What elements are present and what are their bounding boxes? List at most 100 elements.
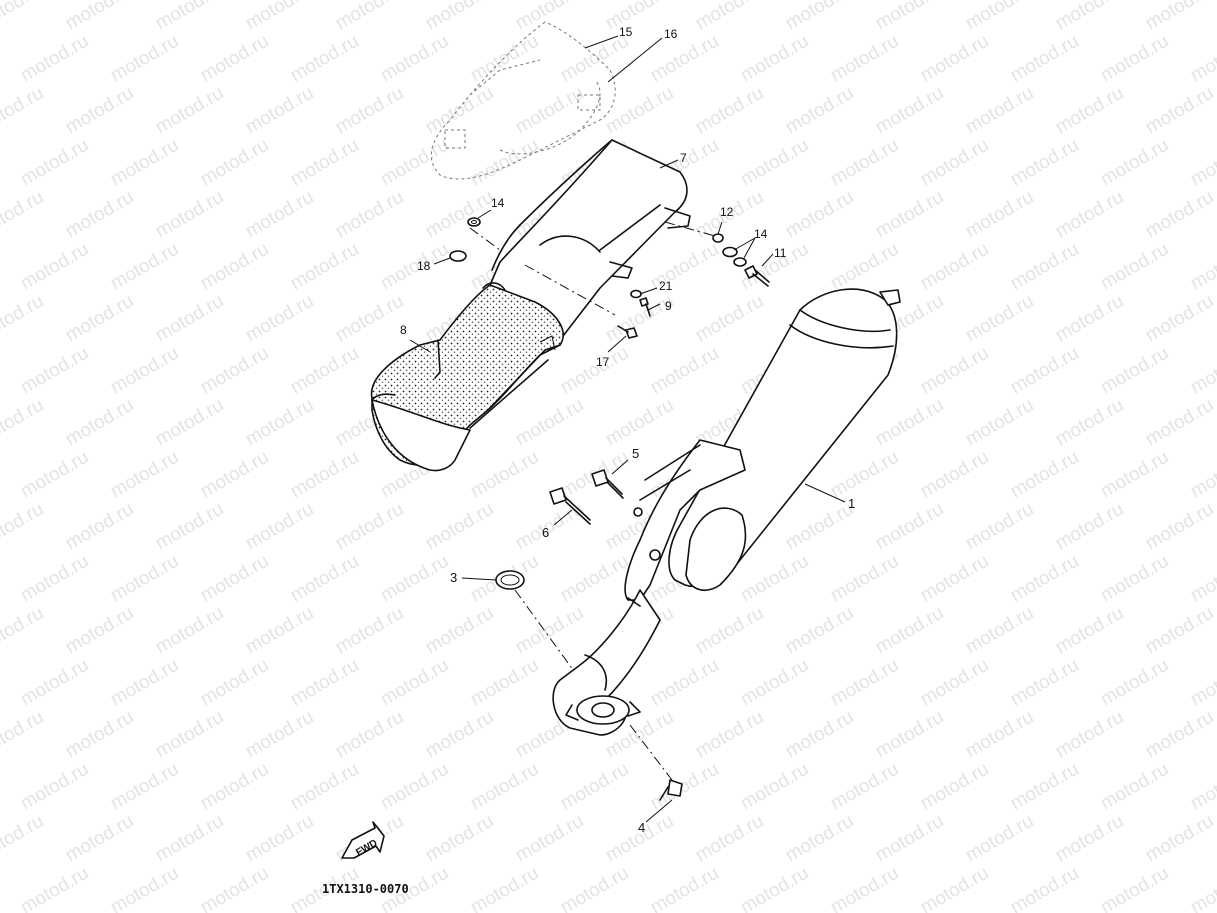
watermark-text-180: motod.ru <box>0 603 47 659</box>
watermark-text-222: motod.ru <box>1052 707 1127 763</box>
watermark-text-57: motod.ru <box>1007 135 1082 191</box>
watermark-text-43: motod.ru <box>1142 83 1217 139</box>
watermark-text-176: motod.ru <box>917 551 992 607</box>
watermark-text-188: motod.ru <box>692 603 767 659</box>
leader-lines <box>409 35 846 823</box>
watermark-text-228: motod.ru <box>197 759 272 815</box>
watermark-text-40: motod.ru <box>872 83 947 139</box>
watermark-text-257: motod.ru <box>107 863 182 913</box>
watermark-text-269: motod.ru <box>1187 863 1217 913</box>
watermark-text-223: motod.ru <box>1142 707 1217 763</box>
watermark-text-201: motod.ru <box>467 655 542 711</box>
watermark-text-177: motod.ru <box>1007 551 1082 607</box>
watermark-text-0: motod.ru <box>0 0 47 34</box>
watermark-text-236: motod.ru <box>917 759 992 815</box>
watermark-text-88: motod.ru <box>1097 239 1172 295</box>
watermark-text-51: motod.ru <box>467 135 542 191</box>
watermark-text-230: motod.ru <box>377 759 452 815</box>
watermark-text-106: motod.ru <box>17 343 92 399</box>
watermark-text-71: motod.ru <box>962 187 1037 243</box>
bolt-5 <box>591 469 624 499</box>
watermark-text-268: motod.ru <box>1097 863 1172 913</box>
watermark-text-186: motod.ru <box>512 603 587 659</box>
watermark-text-130: motod.ru <box>872 395 947 451</box>
watermark-text-92: motod.ru <box>152 291 227 347</box>
watermark-text-141: motod.ru <box>467 447 542 503</box>
watermark-text-155: motod.ru <box>422 499 497 555</box>
watermark-text-165: motod.ru <box>0 551 2 607</box>
watermark-text-36: motod.ru <box>512 83 587 139</box>
watermark-text-136: motod.ru <box>17 447 92 503</box>
gasket-3 <box>495 570 525 590</box>
watermark-text-37: motod.ru <box>602 83 677 139</box>
watermark-text-62: motod.ru <box>152 187 227 243</box>
watermark-text-227: motod.ru <box>107 759 182 815</box>
muffler-assembly <box>552 288 901 736</box>
watermark-text-25: motod.ru <box>827 31 902 87</box>
watermark-text-137: motod.ru <box>107 447 182 503</box>
watermark-text-127: motod.ru <box>602 395 677 451</box>
watermark-text-18: motod.ru <box>197 31 272 87</box>
watermark-text-31: motod.ru <box>62 83 137 139</box>
watermark-text-208: motod.ru <box>1097 655 1172 711</box>
callout-21: 21 <box>659 279 673 293</box>
watermark-text-19: motod.ru <box>287 31 362 87</box>
watermark-text-241: motod.ru <box>62 811 137 867</box>
watermark-text-209: motod.ru <box>1187 655 1217 711</box>
watermark-text-79: motod.ru <box>287 239 362 295</box>
watermark-text-112: motod.ru <box>557 343 632 399</box>
callout-1: 1 <box>848 496 855 511</box>
watermark-text-10: motod.ru <box>872 0 947 34</box>
watermark-text-170: motod.ru <box>377 551 452 607</box>
bolt-4 <box>659 779 683 801</box>
watermark-text-45: motod.ru <box>0 135 2 191</box>
watermark-text-109: motod.ru <box>287 343 362 399</box>
watermark-text-234: motod.ru <box>737 759 812 815</box>
bolt-11 <box>744 265 770 287</box>
watermark-text-85: motod.ru <box>827 239 902 295</box>
watermark-text-21: motod.ru <box>467 31 542 87</box>
watermark-text-246: motod.ru <box>512 811 587 867</box>
watermark-text-154: motod.ru <box>332 499 407 555</box>
watermark-text-261: motod.ru <box>467 863 542 913</box>
watermark-text-94: motod.ru <box>332 291 407 347</box>
watermark-text-102: motod.ru <box>1052 291 1127 347</box>
collar-21 <box>630 289 642 299</box>
watermark-text-101: motod.ru <box>962 291 1037 347</box>
callout-labels: 1 3 4 5 6 7 8 9 11 12 14 14 15 16 17 18 … <box>400 25 855 835</box>
watermark-text-63: motod.ru <box>242 187 317 243</box>
callout-4: 4 <box>638 820 645 835</box>
watermark-text-48: motod.ru <box>197 135 272 191</box>
watermark-text-56: motod.ru <box>917 135 992 191</box>
watermark-text-210: motod.ru <box>0 707 47 763</box>
watermark-text-211: motod.ru <box>62 707 137 763</box>
watermark-text-174: motod.ru <box>737 551 812 607</box>
watermark-text-138: motod.ru <box>197 447 272 503</box>
watermark-text-256: motod.ru <box>17 863 92 913</box>
watermark-text-232: motod.ru <box>557 759 632 815</box>
callout-16: 16 <box>664 27 678 41</box>
watermark-text-1: motod.ru <box>62 0 137 34</box>
watermark-text-65: motod.ru <box>422 187 497 243</box>
watermark-text-204: motod.ru <box>737 655 812 711</box>
watermark-text-248: motod.ru <box>692 811 767 867</box>
watermark-text-70: motod.ru <box>872 187 947 243</box>
watermark-text-9: motod.ru <box>782 0 857 34</box>
washers-14-right <box>722 246 747 267</box>
watermark-text-86: motod.ru <box>917 239 992 295</box>
watermark-text-169: motod.ru <box>287 551 362 607</box>
watermark-text-42: motod.ru <box>1052 83 1127 139</box>
muffler-protector-lower <box>370 282 564 472</box>
watermark-text-192: motod.ru <box>1052 603 1127 659</box>
watermark-text-73: motod.ru <box>1142 187 1217 243</box>
watermark-text-226: motod.ru <box>17 759 92 815</box>
watermark-text-38: motod.ru <box>692 83 767 139</box>
watermark-text-64: motod.ru <box>332 187 407 243</box>
watermark-text-166: motod.ru <box>17 551 92 607</box>
callout-17: 17 <box>596 355 610 369</box>
watermark-text-240: motod.ru <box>0 811 47 867</box>
watermark-text-185: motod.ru <box>422 603 497 659</box>
watermark-text-116: motod.ru <box>917 343 992 399</box>
callout-14-right: 14 <box>754 227 768 241</box>
watermark-text-98: motod.ru <box>692 291 767 347</box>
